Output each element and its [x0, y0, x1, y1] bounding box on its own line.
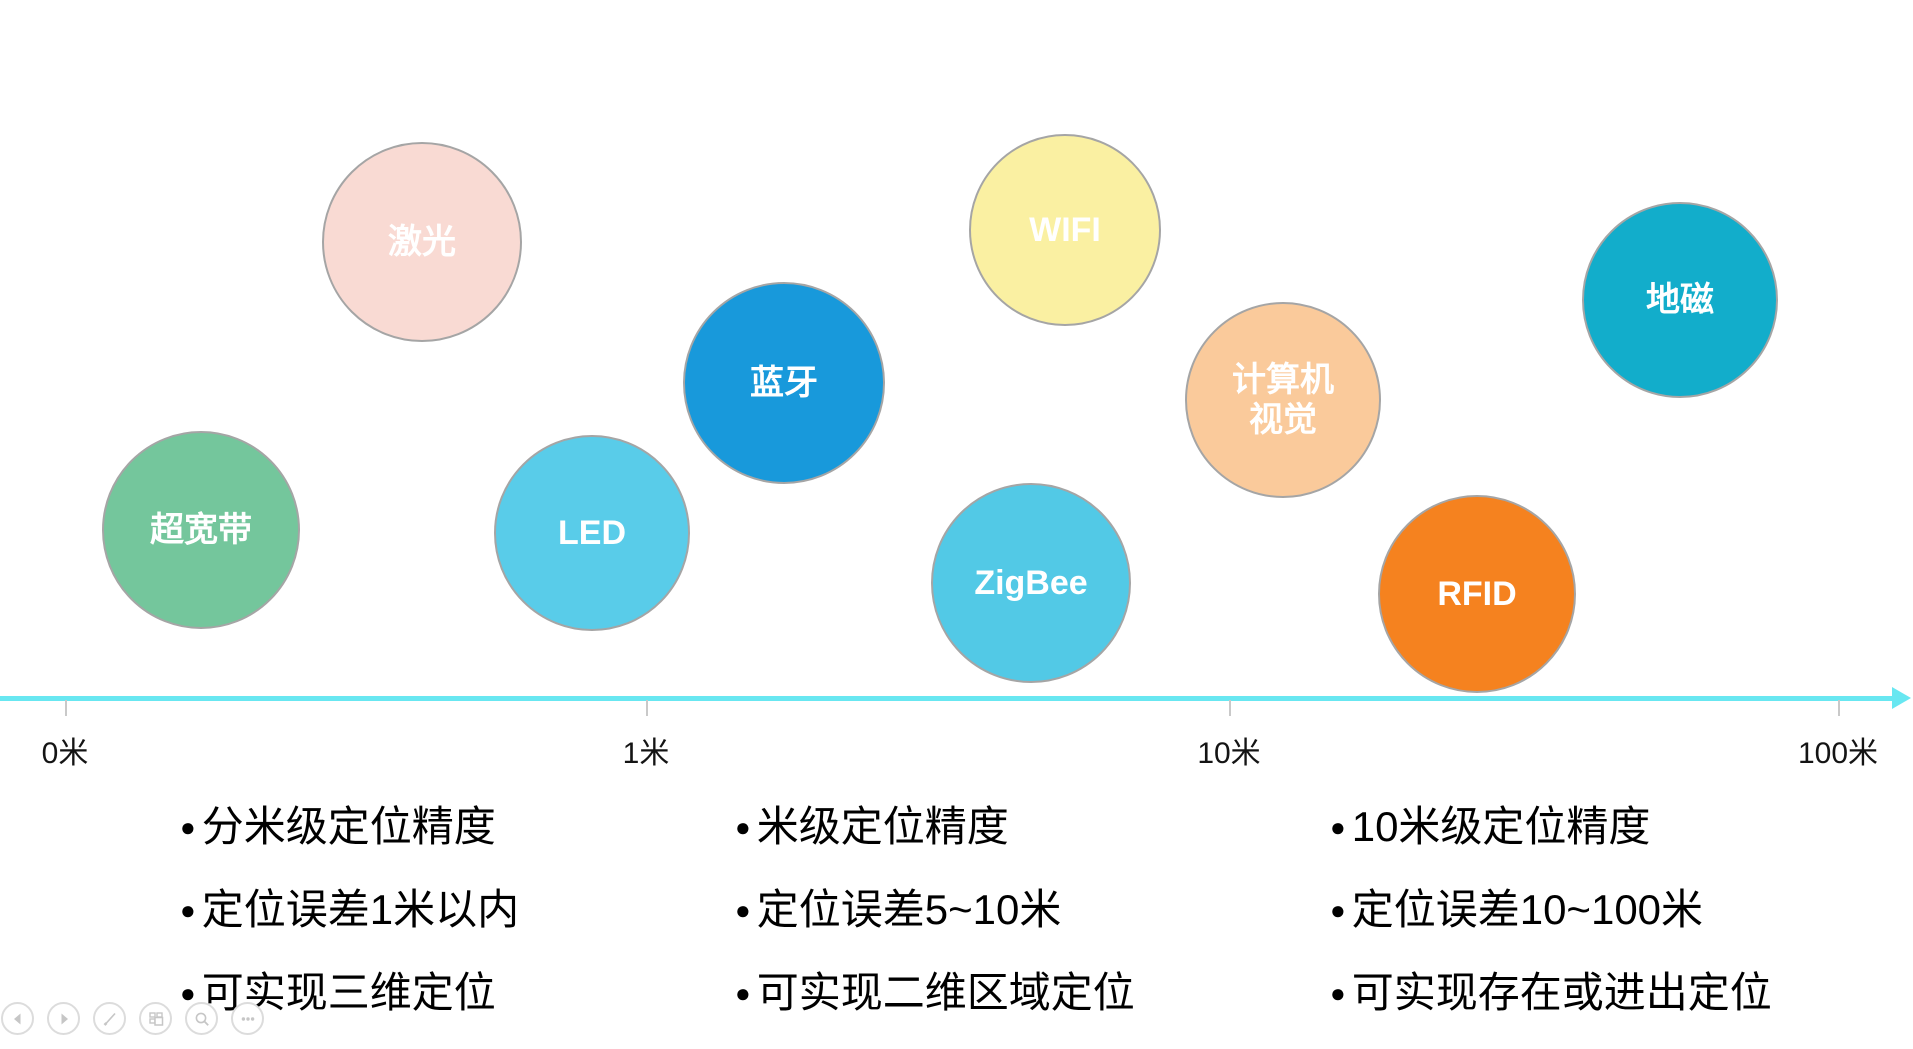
magnifier-icon [195, 1012, 209, 1026]
legend-item-text: 可实现二维区域定位 [756, 969, 1135, 1016]
slide-panel-button[interactable] [139, 1002, 172, 1035]
axis-line [0, 695, 1893, 701]
bubble-label: WIFI [1029, 210, 1101, 249]
previous-slide-button[interactable] [1, 1002, 34, 1035]
legend-item-text: 定位误差1米以内 [201, 886, 520, 933]
more-options-button[interactable] [231, 1002, 264, 1035]
previous-slide-icon [13, 1013, 20, 1024]
legend-item: ●定位误差1米以内 [180, 883, 519, 937]
bubble-label: 激光 [388, 222, 456, 261]
legend-column-3: ●10米级定位精度●定位误差10~100米●可实现存在或进出定位 [1330, 800, 1772, 1049]
bullet-icon: ● [180, 978, 196, 1008]
slide-panel-icon [148, 1011, 163, 1026]
bullet-icon: ● [1330, 812, 1346, 842]
bubble-uwb: 超宽带 [102, 431, 300, 629]
bubble-laser: 激光 [322, 142, 522, 342]
bullet-icon: ● [1330, 978, 1346, 1008]
legend-item: ●米级定位精度 [735, 800, 1135, 854]
bubble-label: LED [558, 513, 626, 552]
legend-item: ●定位误差10~100米 [1330, 883, 1772, 937]
legend-item: ●可实现存在或进出定位 [1330, 966, 1772, 1020]
bullet-icon: ● [735, 812, 751, 842]
bubble-bluetooth: 蓝牙 [683, 282, 885, 484]
axis-tick [65, 700, 67, 716]
bubble-label: 超宽带 [150, 510, 252, 549]
bubble-rfid: RFID [1378, 495, 1576, 693]
legend-item: ●定位误差5~10米 [735, 883, 1135, 937]
pen-icon [103, 1012, 116, 1026]
bubble-zigbee: ZigBee [931, 483, 1131, 683]
bubble-label: 蓝牙 [750, 363, 818, 402]
next-slide-icon [61, 1013, 68, 1024]
pen-button[interactable] [93, 1002, 126, 1035]
axis-tick [1838, 700, 1840, 716]
legend-item-text: 定位误差10~100米 [1351, 886, 1704, 933]
bubble-wifi: WIFI [969, 134, 1161, 326]
axis-tick [646, 700, 648, 716]
bubble-computer-vision: 计算机视觉 [1185, 302, 1381, 498]
bubble-label: ZigBee [974, 563, 1088, 602]
zoom-button[interactable] [185, 1002, 218, 1035]
bubble-label: RFID [1437, 574, 1517, 613]
bullet-icon: ● [180, 812, 196, 842]
bubble-label: 视觉 [1249, 401, 1317, 439]
legend-item: ●可实现二维区域定位 [735, 966, 1135, 1020]
axis-arrowhead-icon [1892, 687, 1911, 709]
axis-tick [1229, 700, 1231, 716]
legend-item: ●分米级定位精度 [180, 800, 519, 854]
legend-item-text: 可实现存在或进出定位 [1351, 969, 1772, 1016]
legend-item-text: 10米级定位精度 [1351, 803, 1651, 850]
axis-tick-label: 100米 [1797, 737, 1879, 770]
bullet-icon: ● [180, 895, 196, 925]
presenter-toolbar [1, 1002, 264, 1035]
axis-tick-label: 10米 [1197, 737, 1261, 770]
legend-item-text: 定位误差5~10米 [756, 886, 1062, 933]
bubble-led: LED [494, 435, 690, 631]
more-options-icon [241, 1016, 254, 1021]
legend-item-text: 分米级定位精度 [201, 803, 496, 850]
legend-column-2: ●米级定位精度●定位误差5~10米●可实现二维区域定位 [735, 800, 1135, 1049]
bullet-icon: ● [735, 895, 751, 925]
legend-item-text: 米级定位精度 [756, 803, 1009, 850]
axis-tick-label: 1米 [622, 737, 670, 770]
next-slide-button[interactable] [47, 1002, 80, 1035]
bubble-geomagnetic: 地磁 [1582, 202, 1778, 398]
bubble-label: 计算机 [1232, 360, 1334, 399]
axis-tick-label: 0米 [41, 737, 89, 770]
legend-item: ●10米级定位精度 [1330, 800, 1772, 854]
bubble-label: 地磁 [1646, 280, 1714, 319]
bullet-icon: ● [1330, 895, 1346, 925]
bullet-icon: ● [735, 978, 751, 1008]
